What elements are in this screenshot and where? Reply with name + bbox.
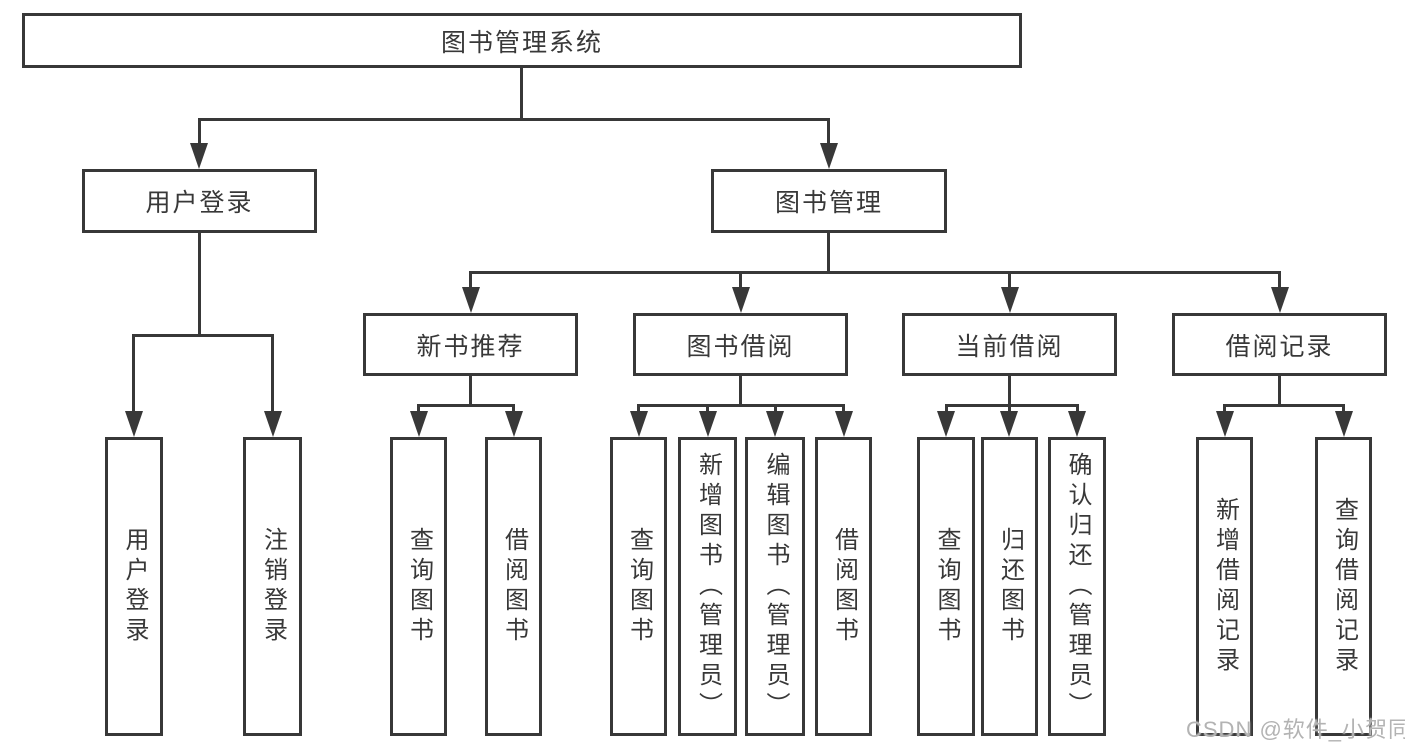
connector-line bbox=[739, 374, 742, 407]
connector-line bbox=[198, 118, 830, 121]
connector-line bbox=[1278, 271, 1281, 293]
node-current-borrowing: 当前借阅 bbox=[902, 313, 1117, 376]
node-user-login-leaf: 用户登录 bbox=[105, 437, 163, 736]
connector-line bbox=[945, 404, 948, 414]
node-borrow-books: 借阅图书 bbox=[815, 437, 872, 736]
node-return-books: 归还图书 bbox=[981, 437, 1038, 736]
arrow-down-icon bbox=[264, 411, 282, 437]
connector-line bbox=[1278, 374, 1281, 407]
node-add-borrow-record: 新增借阅记录 bbox=[1196, 437, 1253, 736]
csdn-watermark: CSDN @软件_小贺同学 bbox=[1186, 717, 1405, 742]
arrow-down-icon bbox=[1068, 411, 1086, 437]
connector-line bbox=[1076, 404, 1079, 414]
connector-line bbox=[198, 231, 201, 337]
node-new-book-recommendation: 新书推荐 bbox=[363, 313, 578, 376]
connector-line bbox=[198, 118, 201, 148]
connector-line bbox=[271, 334, 274, 416]
connector-line bbox=[132, 334, 273, 337]
connector-line bbox=[132, 334, 135, 416]
connector-line bbox=[1223, 404, 1345, 407]
node-confirm-return-admin: 确认归还（管理员） bbox=[1048, 437, 1106, 736]
arrow-down-icon bbox=[820, 143, 838, 169]
connector-line bbox=[512, 404, 515, 414]
connector-line bbox=[469, 271, 1281, 274]
arrow-down-icon bbox=[630, 411, 648, 437]
arrow-down-icon bbox=[937, 411, 955, 437]
node-book-borrowing: 图书借阅 bbox=[633, 313, 848, 376]
arrow-down-icon bbox=[1271, 287, 1289, 313]
arrow-down-icon bbox=[505, 411, 523, 437]
node-book-management: 图书管理 bbox=[711, 169, 947, 233]
node-borrow-books-recommend: 借阅图书 bbox=[485, 437, 542, 736]
node-logout: 注销登录 bbox=[243, 437, 302, 736]
arrow-down-icon bbox=[1000, 411, 1018, 437]
node-query-books-current: 查询图书 bbox=[917, 437, 975, 736]
node-add-books-admin: 新增图书（管理员） bbox=[678, 437, 737, 736]
connector-line bbox=[827, 231, 830, 274]
connector-line bbox=[739, 271, 742, 293]
arrow-down-icon bbox=[1335, 411, 1353, 437]
arrow-down-icon bbox=[766, 411, 784, 437]
connector-line bbox=[706, 404, 709, 414]
arrow-down-icon bbox=[699, 411, 717, 437]
arrow-down-icon bbox=[410, 411, 428, 437]
arrow-down-icon bbox=[190, 143, 208, 169]
connector-line bbox=[469, 374, 472, 407]
connector-line bbox=[1008, 404, 1011, 414]
connector-line bbox=[1342, 404, 1345, 414]
node-query-borrow-record: 查询借阅记录 bbox=[1315, 437, 1372, 736]
arrow-down-icon bbox=[1216, 411, 1234, 437]
connector-line bbox=[774, 404, 777, 414]
arrow-down-icon bbox=[835, 411, 853, 437]
arrow-down-icon bbox=[462, 287, 480, 313]
connector-line bbox=[842, 404, 845, 414]
arrow-down-icon bbox=[732, 287, 750, 313]
node-book-management-system: 图书管理系统 bbox=[22, 13, 1022, 68]
connector-line bbox=[637, 404, 640, 414]
connector-line bbox=[1008, 271, 1011, 293]
arrow-down-icon bbox=[1001, 287, 1019, 313]
connector-line bbox=[637, 404, 845, 407]
connector-line bbox=[520, 66, 523, 120]
connector-line bbox=[469, 271, 472, 293]
arrow-down-icon bbox=[125, 411, 143, 437]
node-edit-books-admin: 编辑图书（管理员） bbox=[745, 437, 805, 736]
node-borrowing-records: 借阅记录 bbox=[1172, 313, 1387, 376]
connector-line bbox=[417, 404, 515, 407]
connector-line bbox=[1223, 404, 1226, 414]
connector-line bbox=[827, 118, 830, 148]
node-user-login: 用户登录 bbox=[82, 169, 317, 233]
node-query-books-borrowing: 查询图书 bbox=[610, 437, 667, 736]
connector-line bbox=[945, 404, 1079, 407]
connector-line bbox=[1008, 374, 1011, 407]
connector-line bbox=[417, 404, 420, 414]
node-query-books-recommend: 查询图书 bbox=[390, 437, 447, 736]
